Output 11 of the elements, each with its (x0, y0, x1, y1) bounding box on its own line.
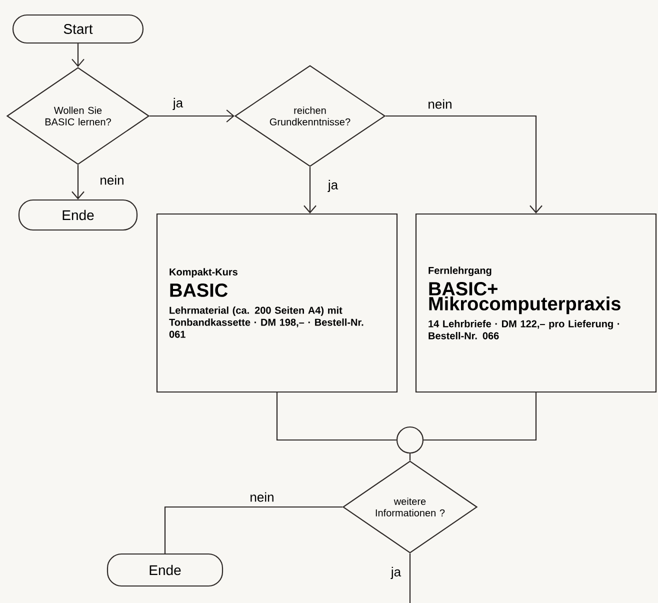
edge-label: nein (426, 98, 454, 110)
connector-circle (396, 426, 424, 454)
arrow (72, 164, 84, 200)
arrow (304, 166, 316, 214)
edge-label: nein (98, 174, 126, 186)
info-box: Fernlehrgang BASIC+ Mikrocomputerpraxis 14 Lehrbriefe · DM 122,– pro Lieferung · Bestell-Nr. 066 (415, 213, 657, 393)
arrow (386, 115, 542, 214)
edge-label: nein (248, 491, 276, 503)
arrow (72, 44, 84, 68)
arrow (150, 110, 234, 122)
info-box: Kompakt-Kurs BASIC Lehrmaterial (ca. 200 Seiten A4) mit Tonbandkassette · DM 198,– · Bestell-Nr. 061 (156, 213, 398, 393)
